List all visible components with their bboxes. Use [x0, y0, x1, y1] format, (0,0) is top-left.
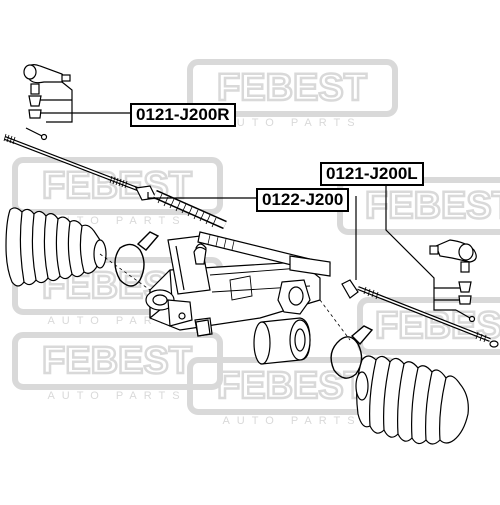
cotter-pin-head: [40, 133, 48, 141]
ball-stud: [460, 261, 470, 273]
rack-sleeve: [289, 255, 331, 277]
tie-rod-end-thread: [61, 74, 71, 82]
part-number-callout-left: 0121-J200L: [320, 162, 424, 186]
ball-stud: [30, 83, 40, 95]
watermark-brand: FEBEST: [365, 185, 500, 227]
watermark-tagline: AUTO PARTS: [47, 390, 186, 402]
tie-rod-threads: [3, 133, 128, 189]
leader-lines-tie-rod: [147, 192, 357, 280]
small-fittings: [193, 246, 211, 337]
boot-folds: [369, 359, 447, 441]
watermark-brand: FEBEST: [375, 305, 500, 347]
boot-neck: [355, 371, 369, 401]
cotter-pin: [25, 127, 43, 137]
watermark-right-lower: FEBEST: [357, 297, 500, 355]
watermark-tagline: AUTO PARTS: [222, 117, 361, 129]
lock-nut: [28, 109, 42, 119]
part-number-callout-right: 0121-J200R: [130, 103, 236, 127]
tie-rod-end-right-assembly: [23, 64, 71, 141]
rack-bushing: [277, 279, 311, 315]
watermark-mid-right: FEBEST: [337, 177, 500, 235]
watermark-tagline: AUTO PARTS: [47, 315, 186, 327]
right-tie-rod-tip: [489, 340, 499, 348]
part-number-callout-tie-rod: 0122-J200: [256, 188, 350, 212]
seal-bore: [294, 328, 306, 352]
cotter-pin: [455, 309, 471, 319]
pinion-shaft-line: [175, 245, 185, 291]
right-boot: [355, 355, 469, 445]
tie-rod-end-left-assembly: [429, 239, 477, 323]
watermark-brand: FEBEST: [217, 67, 367, 109]
ball-joint-housing: [23, 64, 37, 80]
left-boot: [5, 207, 107, 287]
right-boot-clamp: [330, 325, 374, 379]
watermark-bottom-left: FEBEST AUTO PARTS: [12, 332, 223, 402]
fitting-bottom: [195, 319, 211, 337]
castle-nut: [458, 281, 472, 293]
watermark-brand: FEBEST: [42, 340, 192, 382]
housing-bore: [152, 294, 168, 306]
seal-lip-left: [253, 321, 271, 365]
rack-bar: [197, 231, 331, 277]
leader-lines-left: [385, 180, 460, 311]
rack-seal: [253, 317, 311, 365]
ball-joint-housing: [458, 243, 474, 261]
boot-bellows: [5, 207, 102, 287]
rack-teeth: [207, 234, 235, 251]
bushing-hole: [288, 286, 304, 306]
watermark-brand: FEBEST: [217, 365, 367, 407]
right-tie-rod-threads: [363, 286, 487, 343]
right-inner-tie-rod: [341, 279, 499, 348]
lock-nut: [458, 295, 472, 305]
assembly-guide-lines: [99, 253, 351, 341]
tie-rod-end-thread: [429, 245, 439, 255]
mount-hole: [178, 312, 186, 320]
fitting-top: [193, 246, 207, 265]
watermark-tagline: AUTO PARTS: [222, 415, 361, 427]
left-boot-clamp: [114, 231, 160, 287]
right-tie-rod-highlight: [357, 287, 491, 341]
leader-lines-right: [40, 81, 130, 123]
tie-rod-shaft-highlight: [4, 137, 141, 191]
cotter-pin-head: [468, 315, 476, 323]
castle-nut: [28, 95, 42, 107]
boot-folds: [19, 211, 85, 283]
right-tie-rod-nut: [341, 279, 359, 299]
watermark-top-right: FEBEST AUTO PARTS: [187, 59, 398, 129]
mount-bracket: [167, 299, 193, 327]
